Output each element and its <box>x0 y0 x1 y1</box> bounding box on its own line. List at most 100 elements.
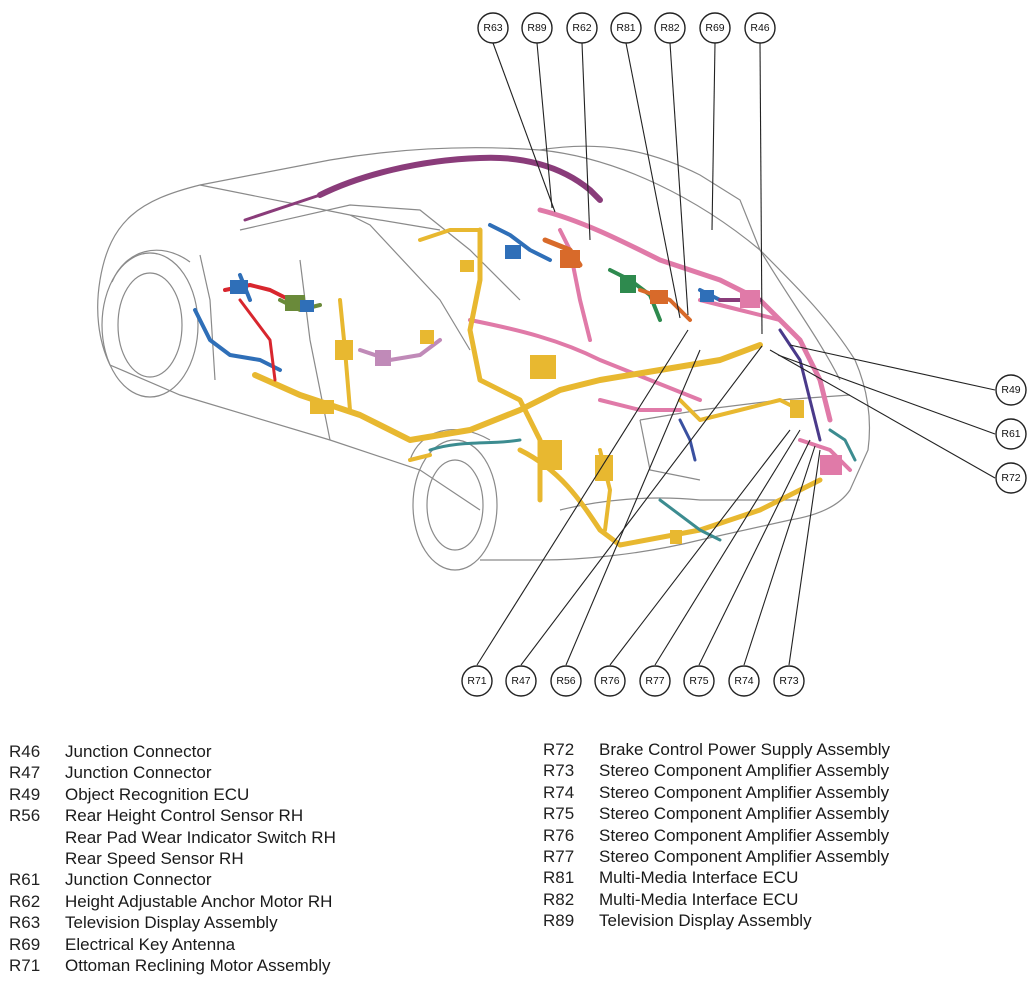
callout-r63: R63 <box>477 12 509 44</box>
harness-door-blue <box>193 308 282 372</box>
callout-circle <box>995 374 1027 406</box>
callout-circle <box>773 665 805 697</box>
legend-description: Multi-Media Interface ECU <box>599 868 799 888</box>
harness-roof-purple <box>317 154 603 203</box>
legend-code: R89 <box>543 911 575 931</box>
legend-code: R74 <box>543 782 575 802</box>
legend-code: R62 <box>9 891 41 911</box>
callout-label: R69 <box>705 22 724 34</box>
callout-r56: R56 <box>550 665 582 697</box>
callout-label: R73 <box>779 675 798 687</box>
legend-code <box>9 827 65 848</box>
legend-description: Rear Speed Sensor RH <box>65 849 244 869</box>
callout-label: R81 <box>616 22 635 34</box>
legend-code: R82 <box>543 889 575 909</box>
legend-code: R73 <box>543 761 575 781</box>
callout-circle <box>744 12 776 44</box>
callout-circle <box>639 665 671 697</box>
leader-lines <box>476 42 996 666</box>
callout-label: R56 <box>556 675 575 687</box>
legend-row: Rear Speed Sensor RH <box>9 848 336 869</box>
callout-label: R89 <box>527 22 546 34</box>
legend-description: Rear Height Control Sensor RH <box>65 806 304 826</box>
callout-label: R47 <box>511 675 530 687</box>
callout-circle <box>995 418 1027 450</box>
legend-code: R76 <box>543 825 575 845</box>
callout-r69: R69 <box>699 12 731 44</box>
callout-circle <box>505 665 537 697</box>
callout-label: R82 <box>660 22 679 34</box>
harness-teal <box>428 438 522 452</box>
legend-description: Brake Control Power Supply Assembly <box>599 740 891 759</box>
legend-description: Stereo Component Amplifier Assembly <box>599 825 890 845</box>
legend-code: R72 <box>543 740 575 759</box>
connectors <box>230 245 842 544</box>
callout-label: R71 <box>467 675 486 687</box>
callout-r75: R75 <box>683 665 715 697</box>
callout-circle <box>728 665 760 697</box>
callout-circle <box>683 665 715 697</box>
car-body-outline <box>97 145 871 571</box>
callout-circle <box>610 12 642 44</box>
legend-description: Ottoman Reclining Motor Assembly <box>65 956 331 976</box>
callout-r77: R77 <box>639 665 671 697</box>
legend-row: R49 Object Recognition ECU <box>9 784 336 805</box>
callout-r73: R73 <box>773 665 805 697</box>
legend-row: R81 Multi-Media Interface ECU <box>543 867 890 888</box>
callout-r49: R49 <box>995 374 1027 406</box>
legend-description: Stereo Component Amplifier Assembly <box>599 782 890 802</box>
legend-description: Junction Connector <box>65 742 212 761</box>
callout-r46: R46 <box>744 12 776 44</box>
legend-row: R73 Stereo Component Amplifier Assembly <box>543 760 890 781</box>
legend-row: Rear Pad Wear Indicator Switch RH <box>9 827 336 848</box>
legend-description: Object Recognition ECU <box>65 784 250 804</box>
legend-code: R46 <box>9 742 41 761</box>
legend-code: R47 <box>9 763 41 783</box>
callout-label: R72 <box>1001 472 1020 484</box>
callout-r82: R82 <box>654 12 686 44</box>
legend-row: R89 Television Display Assembly <box>543 910 890 931</box>
callouts-bottom: R71 R47 R56 R76 R77 R75 R74 R73 <box>461 665 805 697</box>
callout-circle <box>699 12 731 44</box>
callout-circle <box>995 462 1027 494</box>
callout-circle <box>566 12 598 44</box>
callout-label: R77 <box>645 675 664 687</box>
legend-row: R72 Brake Control Power Supply Assembly <box>543 739 890 760</box>
callout-label: R49 <box>1001 384 1020 396</box>
legend-code: R71 <box>9 956 41 976</box>
callout-label: R61 <box>1001 428 1020 440</box>
legend-code: R77 <box>543 847 575 867</box>
callout-circle <box>521 12 553 44</box>
callout-r61: R61 <box>995 418 1027 450</box>
callout-circle <box>461 665 493 697</box>
legend-row: R46 Junction Connector <box>9 741 336 762</box>
legend-code: R49 <box>9 784 41 804</box>
callout-r74: R74 <box>728 665 760 697</box>
callout-label: R74 <box>734 675 753 687</box>
legend-code: R69 <box>9 934 41 954</box>
legend-description: Rear Pad Wear Indicator Switch RH <box>65 827 336 847</box>
legend-code: R81 <box>543 868 575 888</box>
legend-description: Television Display Assembly <box>65 913 278 933</box>
callout-r76: R76 <box>594 665 626 697</box>
callout-r71: R71 <box>461 665 493 697</box>
legend-description: Stereo Component Amplifier Assembly <box>599 761 890 781</box>
legend-description: Television Display Assembly <box>599 911 812 931</box>
legend-row: R71 Ottoman Reclining Motor Assembly <box>9 955 336 976</box>
callout-circle <box>477 12 509 44</box>
legend-description: Stereo Component Amplifier Assembly <box>599 804 890 824</box>
callout-r47: R47 <box>505 665 537 697</box>
legend-row: R76 Stereo Component Amplifier Assembly <box>543 825 890 846</box>
callout-label: R75 <box>689 675 708 687</box>
callout-circle <box>550 665 582 697</box>
legend-description: Junction Connector <box>65 870 212 890</box>
callout-label: R63 <box>483 22 502 34</box>
legend-description: Junction Connector <box>65 763 212 783</box>
legend-code: R61 <box>9 870 41 890</box>
